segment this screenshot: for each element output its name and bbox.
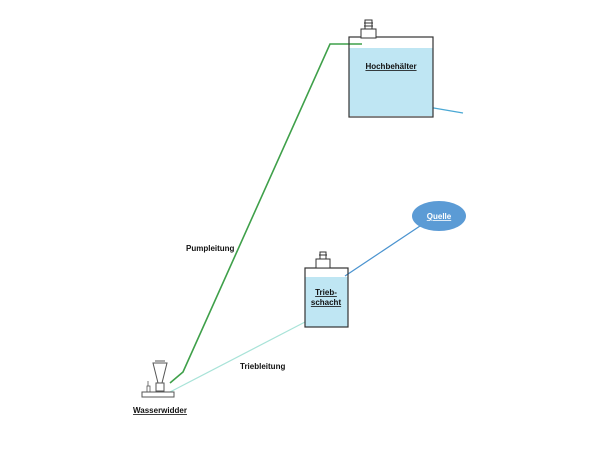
quelle-label: Quelle xyxy=(427,212,452,221)
wasserwidder-label: Wasserwidder xyxy=(133,406,187,415)
triebleitung-label: Triebleitung xyxy=(240,362,285,371)
hochbehaelter-label: Hochbehälter xyxy=(365,62,416,71)
triebschacht-label-line1: Trieb- xyxy=(315,288,337,297)
hochbehaelter-outline xyxy=(348,36,434,118)
pumpleitung-label: Pumpleitung xyxy=(186,244,235,253)
wasserwidder-air-vessel xyxy=(152,362,168,384)
triebschacht-tank: Trieb- schacht xyxy=(304,251,349,328)
wasserwidder-pump: Wasserwidder xyxy=(133,360,187,415)
wasserwidder-body xyxy=(155,382,165,392)
drive-pipe xyxy=(169,321,306,393)
triebschacht-label-line2: schacht xyxy=(311,298,342,307)
spring-pipe xyxy=(344,225,421,277)
wasserwidder-valve xyxy=(146,385,151,393)
triebschacht-water xyxy=(305,277,348,327)
hochbehaelter-tank: Hochbehälter xyxy=(348,19,434,118)
quelle-ellipse xyxy=(412,201,466,231)
pump-pipe xyxy=(169,43,362,384)
quelle: Quelle xyxy=(412,201,466,231)
wasserwidder-base xyxy=(141,391,175,398)
hochbehaelter-water xyxy=(349,48,433,116)
triebschacht-cap xyxy=(315,258,331,269)
hochbehaelter-cap xyxy=(360,28,377,39)
hochbehaelter-vent xyxy=(364,19,373,30)
